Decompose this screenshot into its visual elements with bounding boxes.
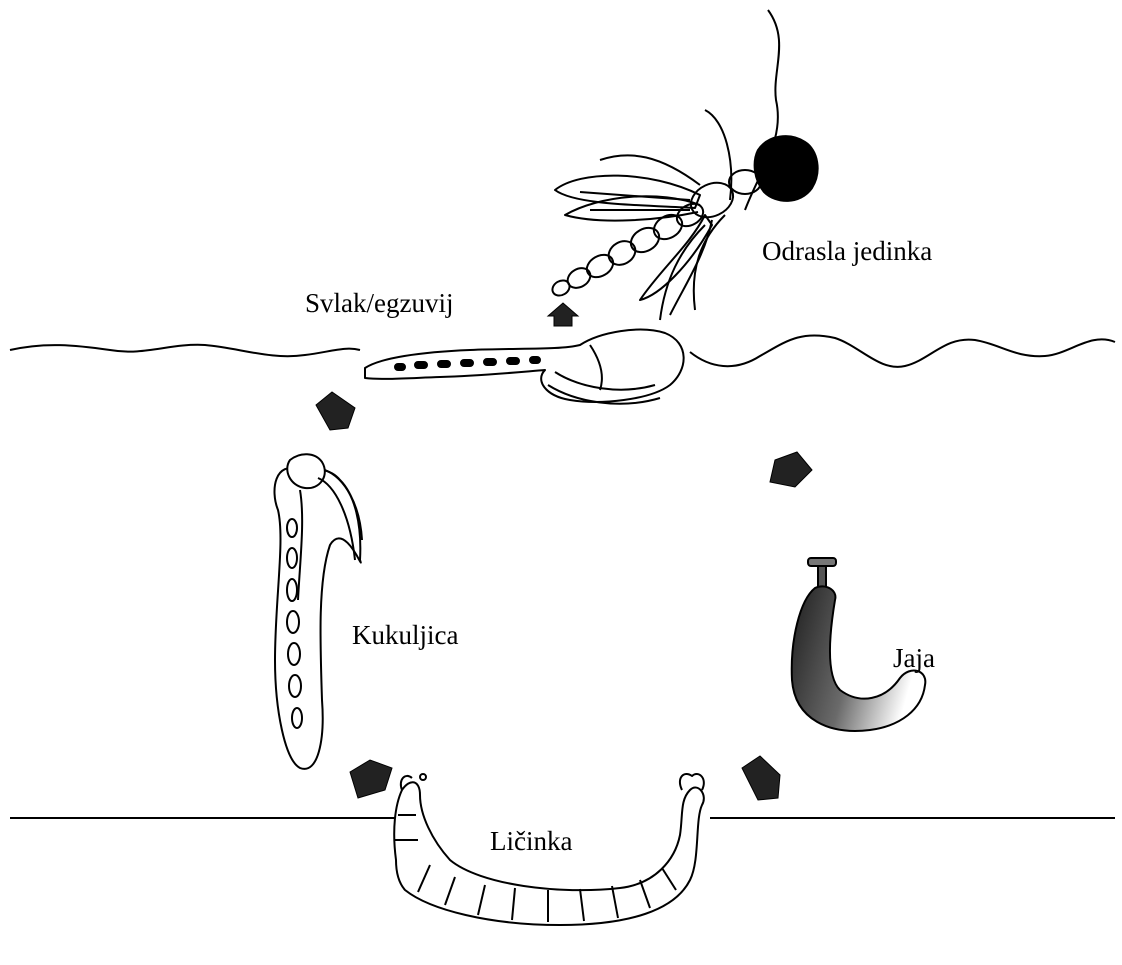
label-adult: Odrasla jedinka [762,238,932,265]
label-larva: Ličinka [490,828,572,855]
label-egg: Jaja [893,645,935,672]
arrow-up [548,303,578,326]
arrow-upper-right [770,452,812,487]
arrow-upper-left [316,392,355,430]
label-pupa: Kukuljica [352,622,458,649]
arrow-lower-left [350,760,392,798]
pupa-drawing [274,454,362,769]
arrow-lower-right [742,756,780,800]
adult-mosquito-drawing [550,10,818,320]
exuviae-drawing [365,330,684,404]
label-exuviae: Svlak/egzuvij [305,290,453,317]
